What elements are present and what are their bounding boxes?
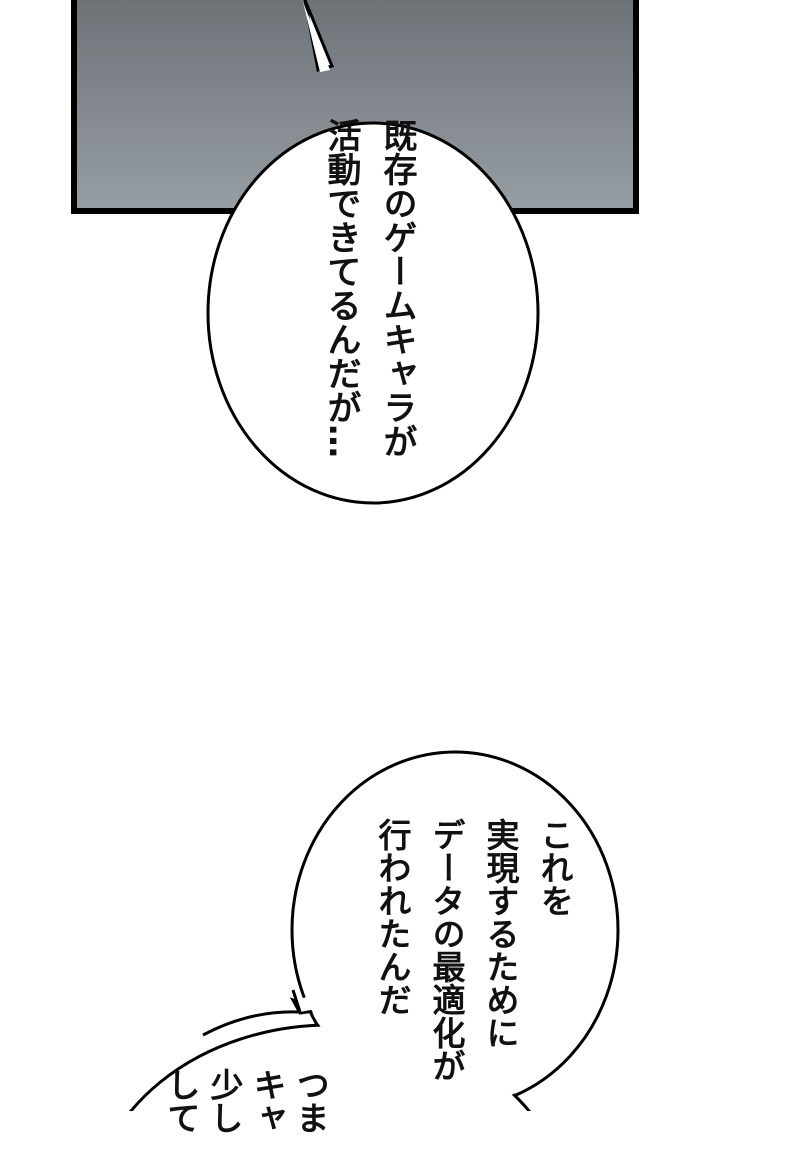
comic-page	[71, 0, 639, 1111]
bubble-2-text: これを 実現するために データの最適化が 行われたんだ	[365, 818, 581, 1118]
bubble-2-line-1: これを	[535, 818, 574, 917]
bubble-1-line-2: 活動できてるんだが…	[321, 118, 361, 458]
speech-bubble-1	[206, 0, 540, 505]
bubble-2-line-2: 実現するために	[481, 818, 520, 1049]
bubble-3-line-4: して	[162, 1068, 201, 1134]
bubble-3-line-3: 少し	[205, 1068, 244, 1134]
bubble-1-line-1: 既存のゲームキャラが	[377, 118, 417, 458]
bubble-1-text: 既存のゲームキャラが 活動できてるんだが…	[313, 118, 425, 478]
bubble-3-line-2: キャ	[248, 1068, 287, 1134]
bubble-2-line-4: 行われたんだ	[373, 818, 412, 1016]
speech-bubble-3	[129, 754, 616, 1111]
bubble-3-line-1: つま	[291, 1068, 330, 1134]
bubble-3-text: つま キャ 少し して	[160, 1068, 332, 1168]
bubble-2-line-3: データの最適化が	[427, 818, 466, 1082]
